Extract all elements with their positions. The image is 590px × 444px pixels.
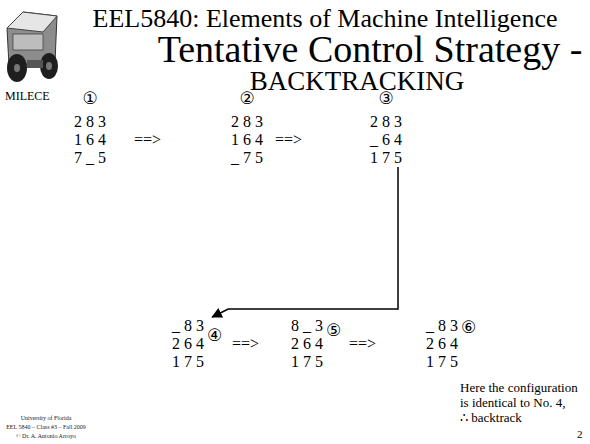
puzzle-row: 8 _ 3 xyxy=(291,317,323,335)
robot-bumper xyxy=(27,60,43,68)
robot-hub xyxy=(46,62,52,70)
slide-subtitle: BACKTRACKING xyxy=(250,67,465,97)
puzzle-row: 1 7 5 xyxy=(426,353,458,371)
lab-logo-text: MILECE xyxy=(5,90,50,103)
puzzle-row: 2 6 4 xyxy=(291,335,323,353)
robot-figure xyxy=(7,12,58,82)
puzzle-row: 1 7 5 xyxy=(172,353,204,371)
puzzle-row: 1 6 4 xyxy=(74,131,106,149)
puzzle-row: 7 _ 5 xyxy=(74,149,106,167)
course-header: EEL5840: Elements of Machine Intelligenc… xyxy=(93,5,558,34)
robot-top-plate xyxy=(7,12,57,32)
puzzle-row: _ 7 5 xyxy=(231,149,263,167)
transition-arrow: ==> xyxy=(134,131,161,149)
puzzle-state: ⑥_ 8 32 6 41 7 5 xyxy=(426,317,476,371)
state-number: ② xyxy=(239,88,254,108)
puzzle-row: 1 7 5 xyxy=(291,353,323,371)
puzzle-row: _ 6 4 xyxy=(370,131,402,149)
puzzle-row: 2 6 4 xyxy=(172,335,204,353)
note-text: Here the configuration is identical to N… xyxy=(460,380,584,410)
transition-arrow: ==> xyxy=(275,131,302,149)
puzzle-state: ② 2 8 31 6 4_ 7 5 xyxy=(231,88,263,167)
state-number: ③ xyxy=(378,88,393,108)
robot-wheel xyxy=(7,54,27,82)
backtrack-connector xyxy=(212,167,398,317)
puzzle-state: ⑤8 _ 32 6 41 7 5 xyxy=(291,317,341,371)
footer-text: EEL 5840 – Class #3 – Fall 2009 xyxy=(6,423,86,431)
puzzle-state: ① 2 8 31 6 47 _ 5 xyxy=(74,88,106,167)
puzzle-row: _ 8 3 xyxy=(172,317,204,335)
puzzle-row: 2 8 3 xyxy=(231,113,263,131)
puzzle-row: 2 6 4 xyxy=(426,335,458,353)
puzzle-state: ③ 2 8 3_ 6 41 7 5 xyxy=(370,88,402,167)
puzzle-state: ④_ 8 32 6 41 7 5 xyxy=(172,317,222,371)
robot-hub xyxy=(14,64,20,72)
footer-text: University of Florida xyxy=(21,414,72,422)
footer-text: © Dr. A. Antonio Arroyo xyxy=(16,432,76,440)
puzzle-row: 1 6 4 xyxy=(231,131,263,149)
page-number: 2 xyxy=(577,428,583,440)
state-number: ④ xyxy=(207,325,222,345)
puzzle-row: 1 7 5 xyxy=(370,149,402,167)
transition-arrow: ==> xyxy=(232,335,259,353)
puzzle-row: 2 8 3 xyxy=(370,113,402,131)
puzzle-row: 2 8 3 xyxy=(74,113,106,131)
state-number: ⑤ xyxy=(326,320,341,340)
state-number: ⑥ xyxy=(461,317,476,337)
puzzle-row: _ 8 3 xyxy=(426,317,458,335)
robot-panel xyxy=(13,34,43,50)
note-text: ∴ backtrack xyxy=(460,410,522,425)
transition-arrow: ==> xyxy=(349,335,376,353)
slide-title: Tentative Control Strategy - xyxy=(158,29,583,71)
state-number: ① xyxy=(82,88,97,108)
